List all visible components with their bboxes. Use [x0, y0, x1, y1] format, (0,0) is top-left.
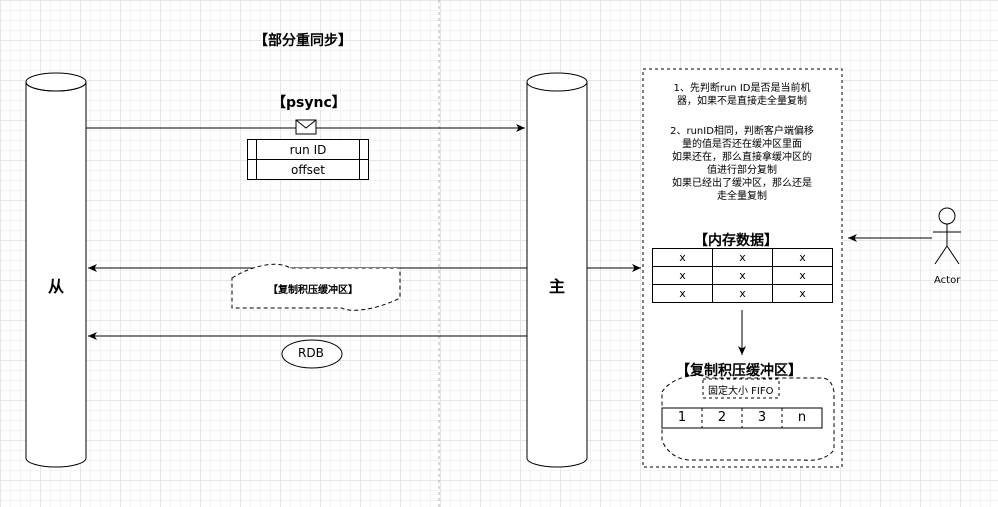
note-2-line: 如果已经出了缓冲区，那么还是: [672, 178, 812, 189]
memory-cell: x: [712, 248, 773, 267]
psync-field-offset: offset: [256, 159, 360, 180]
fifo-cell: 3: [757, 410, 767, 425]
psync-label: 【psync】: [272, 95, 346, 111]
master-cylinder[interactable]: [526, 72, 588, 468]
slave-cylinder[interactable]: [25, 72, 87, 468]
fifo-label: 固定大小 FIFO: [708, 386, 774, 397]
note-2-line: 2、runID相同，判断客户端偏移: [670, 126, 814, 137]
fifo-cell: n: [797, 410, 807, 425]
memory-cell: x: [712, 266, 773, 285]
fifo-cell: 2: [717, 410, 727, 425]
note-2-line: 走全量复制: [717, 191, 767, 202]
buffer-message-label: 【复制积压缓冲区】: [268, 285, 358, 296]
psync-field-row: run ID: [247, 139, 369, 160]
memory-cell: x: [712, 284, 773, 303]
slave-label: 从: [48, 277, 65, 296]
buffer-message-shape: [231, 263, 401, 311]
note-1-line: 器，如果不是直接走全量复制: [677, 96, 807, 107]
psync-field-row: offset: [247, 159, 369, 180]
memory-table: x x x x x x x x x: [652, 248, 833, 303]
memory-cell: x: [652, 266, 713, 285]
memory-cell: x: [772, 248, 833, 267]
note-1-line: 1、先判断run ID是否是当前机: [673, 83, 811, 94]
note-2-line: 如果还在，那么直接拿缓冲区的: [672, 152, 812, 163]
memory-cell: x: [652, 248, 713, 267]
memory-title: 【内存数据】: [694, 233, 778, 249]
backlog-title: 【复制积压缓冲区】: [676, 363, 802, 379]
memory-cell: x: [772, 284, 833, 303]
note-2-line: 值进行部分复制: [707, 165, 777, 176]
diagram-title: 【部分重同步】: [254, 33, 352, 49]
memory-row: x x x: [652, 284, 833, 303]
note-2-line: 量的值是否还在缓冲区里面: [682, 139, 802, 150]
note-1: 1、先判断run ID是否是当前机 器，如果不是直接走全量复制: [650, 82, 834, 108]
memory-row: x x x: [652, 266, 833, 285]
fifo-label-box: [702, 378, 780, 399]
psync-field-runid: run ID: [256, 139, 360, 160]
rdb-message-label: RDB: [298, 346, 324, 360]
memory-cell: x: [772, 266, 833, 285]
note-2: 2、runID相同，判断客户端偏移 量的值是否还在缓冲区里面 如果还在，那么直接…: [650, 125, 834, 203]
actor-label: Actor: [934, 275, 961, 286]
rdb-message-shape: [281, 339, 343, 369]
memory-cell: x: [652, 284, 713, 303]
master-label: 主: [549, 277, 566, 296]
fifo-cell: 1: [677, 410, 687, 425]
psync-fields-table: run ID offset: [247, 139, 369, 180]
actor-icon[interactable]: [933, 207, 961, 265]
memory-row: x x x: [652, 248, 833, 267]
envelope-icon: [295, 119, 317, 135]
